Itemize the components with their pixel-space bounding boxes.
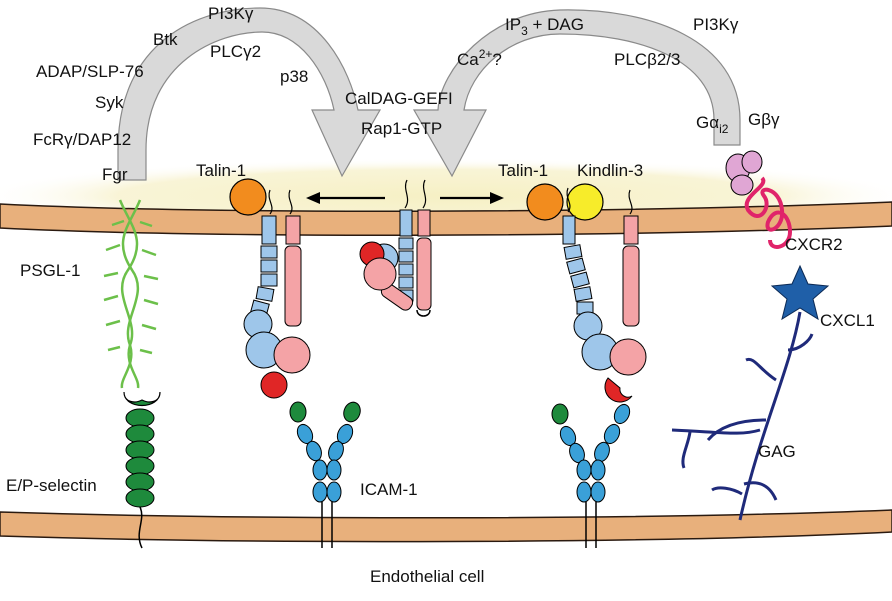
label-cxcr2: CXCR2 [785,235,843,254]
left-signaling-arrow [117,7,382,181]
cxcl1-chemokine [770,264,830,321]
endothelial-membrane [0,509,892,543]
signal-fcrg-dap12: FcRγ/DAP12 [33,130,131,149]
integrin-extended-left [229,178,311,399]
ep-selectin-molecule [123,391,161,549]
integrin-extended-right [526,183,647,403]
left-signaling-labels: PI3Kγ Btk PLCγ2 ADAP/SLP-76 p38 Syk FcRγ… [33,4,308,184]
signal-plcg2: PLCγ2 [210,42,261,61]
signal-gbg: Gβγ [748,110,780,129]
label-icam1: ICAM-1 [360,480,418,499]
activation-arrows [306,192,504,204]
label-talin-left: Talin-1 [196,161,246,180]
signal-caldag-gefi: CalDAG-GEFI [345,89,453,108]
signal-btk: Btk [153,30,178,49]
signal-p38: p38 [280,67,308,86]
signal-rap1-gtp: Rap1-GTP [361,119,442,138]
signal-syk: Syk [95,93,124,112]
label-kindlin3: Kindlin-3 [577,161,643,180]
label-endothelial-cell: Endothelial cell [370,567,484,586]
label-talin-right: Talin-1 [498,161,548,180]
label-psgl1: PSGL-1 [20,261,80,280]
signal-galpha-i2: Gαi2 [696,113,729,136]
icam1-right [551,403,631,548]
signal-fgr: Fgr [102,165,128,184]
label-ep-selectin: E/P-selectin [6,476,97,495]
gag-chain [671,311,814,521]
label-cxcl1: CXCL1 [820,311,875,330]
signal-adap-slp76: ADAP/SLP-76 [36,62,144,81]
signal-calcium: Ca2+? [457,47,502,69]
signal-ip3-dag: IP3 + DAG [505,15,584,38]
integrin-bent-center [359,179,432,317]
right-signaling-arrow [412,9,741,178]
signal-pi3k-right: PI3Kγ [693,15,739,34]
label-gag: GAG [758,442,796,461]
signal-pi3k-left: PI3Kγ [208,4,254,23]
cxcr2-receptor [725,150,793,249]
icam1-left [289,401,361,548]
psgl1-molecule [103,199,159,389]
signal-plcb: PLCβ2/3 [614,50,680,69]
